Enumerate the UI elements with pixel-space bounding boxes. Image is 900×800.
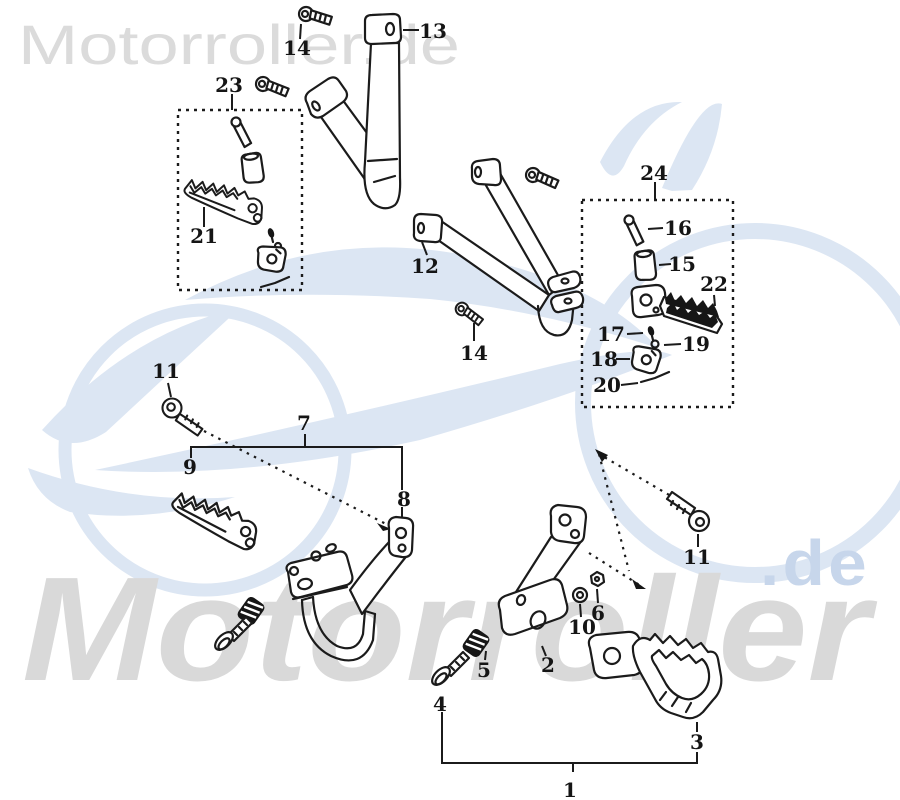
callout-15: 15: [668, 252, 696, 276]
part-3-footpeg: [587, 630, 723, 720]
callout-12: 12: [411, 254, 439, 278]
watermark-wing-left: [42, 308, 240, 444]
part-19-ring: [650, 339, 660, 349]
callout-20: 20: [593, 373, 621, 397]
callout-2: 2: [541, 653, 555, 677]
callout-17: 17: [597, 322, 625, 346]
callout-13: 13: [419, 19, 447, 43]
part-13-hanger-arm: [304, 12, 403, 210]
watermark-wheel-left: [58, 303, 352, 597]
part-8-hanger-arm: [285, 515, 415, 662]
callout-21: 21: [190, 224, 218, 248]
callout-22: 22: [700, 272, 728, 296]
part-6-nut: [589, 570, 606, 588]
callout-14-lower: 14: [460, 341, 488, 365]
line-art: [161, 5, 735, 772]
callout-8: 8: [397, 487, 411, 511]
watermark-swoosh-topright: [600, 101, 682, 176]
screw-upper-left: [253, 74, 291, 98]
callout-18: 18: [590, 347, 618, 371]
part-18-plate: [630, 344, 663, 375]
callout-1: 1: [563, 778, 577, 800]
assembly-bracket-1: [441, 712, 698, 772]
callout-9: 9: [183, 455, 197, 479]
callout-5: 5: [477, 658, 491, 682]
callout-16: 16: [664, 216, 692, 240]
callout-6: 6: [591, 601, 605, 625]
watermark-band-upper: [185, 247, 658, 348]
box-24-contents: [622, 213, 724, 384]
watermark-swoosh-topright2: [662, 103, 722, 191]
callout-19: 19: [682, 332, 710, 356]
watermark-wheel-right: [575, 223, 900, 583]
callout-14-top: 14: [283, 36, 311, 60]
part-15-sleeve: [631, 247, 660, 283]
assembly-bracket-7: [190, 434, 403, 520]
leader-lines: [167, 23, 716, 661]
callout-4: 4: [433, 692, 447, 716]
callout-24: 24: [640, 161, 668, 185]
watermark-band-middle: [95, 351, 672, 472]
group-box-24: [580, 198, 735, 409]
part-16-pin: [622, 213, 645, 248]
callout-labels: 14 13 23 21 12 14 24 16 15 22 17 19 18 2…: [152, 19, 728, 800]
callout-11-right: 11: [683, 545, 711, 569]
part-2-hanger-arm: [497, 503, 588, 636]
screw-mid-right: [523, 165, 561, 190]
watermark-main-text: Motorroller: [22, 547, 878, 712]
box-23-contents: [179, 114, 291, 289]
part-10-washer: [571, 586, 589, 604]
part-20-rod: [639, 370, 671, 384]
part-22-footpeg: [630, 283, 724, 335]
callout-10: 10: [568, 615, 596, 639]
callout-3: 3: [690, 730, 704, 754]
callout-7: 7: [297, 411, 311, 435]
part-11-bolt-right: [665, 490, 711, 533]
watermark-suffix-text: .de: [760, 527, 870, 599]
part-11-bolt-left: [161, 397, 204, 437]
part-21-footpeg: [179, 175, 268, 227]
callout-23: 23: [215, 73, 243, 97]
callout-11-left: 11: [152, 359, 180, 383]
watermark-layer: Motorroller.de Motorroller .de: [18, 13, 900, 712]
assembly-guide-dashed-right: [588, 449, 677, 589]
part-12-hanger-arm: [412, 157, 585, 337]
